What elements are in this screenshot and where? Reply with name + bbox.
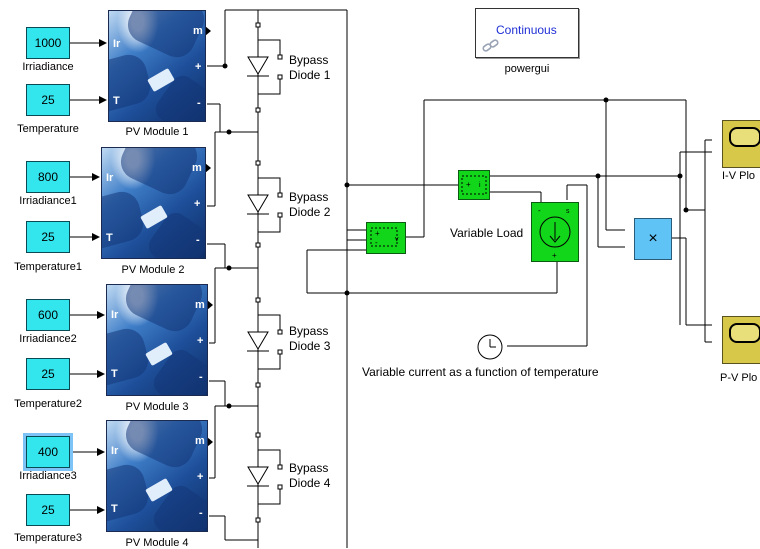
port-m-label: m xyxy=(192,162,202,174)
temperature-label: Temperature2 xyxy=(14,398,82,410)
port-plus-label: + xyxy=(194,198,201,210)
svg-text:s: s xyxy=(566,208,570,215)
pv-module-label: PV Module 1 xyxy=(125,126,189,138)
clock-label: Variable current as a function of temper… xyxy=(362,365,599,379)
pv-module[interactable]: Ir T m + - xyxy=(106,420,208,532)
svg-text:+: + xyxy=(375,229,380,238)
pv-module-label: PV Module 3 xyxy=(125,401,189,413)
port-minus-label: - xyxy=(199,371,203,383)
port-ir-label: Ir xyxy=(111,445,119,457)
port-m-label: m xyxy=(195,435,205,447)
temperature-block[interactable]: 25 xyxy=(26,358,70,390)
port-t-label: T xyxy=(106,232,113,244)
port-plus-label: + xyxy=(195,61,202,73)
port-minus-label: - xyxy=(199,507,203,519)
port-ir-label: Ir xyxy=(111,309,119,321)
pv-module[interactable]: Ir T m + - xyxy=(108,10,206,122)
temperature-label: Temperature3 xyxy=(14,532,82,544)
irradiance-label: Irriadiance1 xyxy=(19,195,77,207)
svg-text:+: + xyxy=(466,180,471,189)
pv-scope-block[interactable] xyxy=(722,316,760,364)
powergui-block[interactable]: Continuous xyxy=(475,8,579,58)
port-plus-label: + xyxy=(197,335,204,347)
port-t-label: T xyxy=(111,503,118,515)
port-ir-label: Ir xyxy=(106,172,114,184)
port-t-label: T xyxy=(111,368,118,380)
current-measurement-block[interactable]: + i xyxy=(458,170,490,200)
irradiance-label: Irriadiance3 xyxy=(19,470,77,482)
temperature-label: Temperature1 xyxy=(14,261,82,273)
pv-scope-label: P-V Plo xyxy=(720,372,758,384)
irradiance-block[interactable]: 800 xyxy=(26,161,70,193)
irradiance-label: Irriadiance xyxy=(22,61,74,73)
product-block[interactable]: × xyxy=(634,218,672,260)
pv-module[interactable]: Ir T m + - xyxy=(106,284,208,396)
irradiance-block[interactable]: 1000 xyxy=(26,27,70,59)
svg-text:-: - xyxy=(538,206,541,215)
voltage-measurement-block[interactable]: + - v xyxy=(366,222,406,254)
iv-scope-label: I-V Plo xyxy=(722,170,756,182)
port-minus-label: - xyxy=(197,97,201,109)
pv-module-label: PV Module 4 xyxy=(125,537,189,549)
variable-load-label: Variable Load xyxy=(450,226,524,240)
temperature-label: Temperature xyxy=(17,123,79,135)
powergui-mode: Continuous xyxy=(496,23,557,37)
svg-text:v: v xyxy=(395,236,399,243)
link-icon xyxy=(482,39,500,58)
temperature-block[interactable]: 25 xyxy=(26,494,70,526)
pv-module[interactable]: Ir T m + - xyxy=(101,147,206,259)
svg-text:i: i xyxy=(479,182,481,189)
scope-screen-icon xyxy=(729,323,760,343)
iv-scope-block[interactable] xyxy=(722,120,760,168)
clock-icon[interactable] xyxy=(476,332,506,362)
temperature-block[interactable]: 25 xyxy=(26,221,70,253)
irradiance-block[interactable]: 400 xyxy=(23,433,73,471)
port-plus-label: + xyxy=(197,471,204,483)
svg-text:+: + xyxy=(552,251,557,260)
temperature-block[interactable]: 25 xyxy=(26,84,70,116)
powergui-label: powergui xyxy=(504,63,550,75)
port-minus-label: - xyxy=(196,234,200,246)
pv-module-label: PV Module 2 xyxy=(121,264,185,276)
irradiance-label: Irriadiance2 xyxy=(19,333,77,345)
scope-screen-icon xyxy=(729,127,760,147)
variable-load-block[interactable]: - s + xyxy=(531,202,579,262)
irradiance-block[interactable]: 600 xyxy=(26,299,70,331)
svg-text:-: - xyxy=(375,238,378,247)
port-ir-label: Ir xyxy=(113,38,121,50)
port-m-label: m xyxy=(193,25,203,37)
port-t-label: T xyxy=(113,95,120,107)
port-m-label: m xyxy=(195,299,205,311)
